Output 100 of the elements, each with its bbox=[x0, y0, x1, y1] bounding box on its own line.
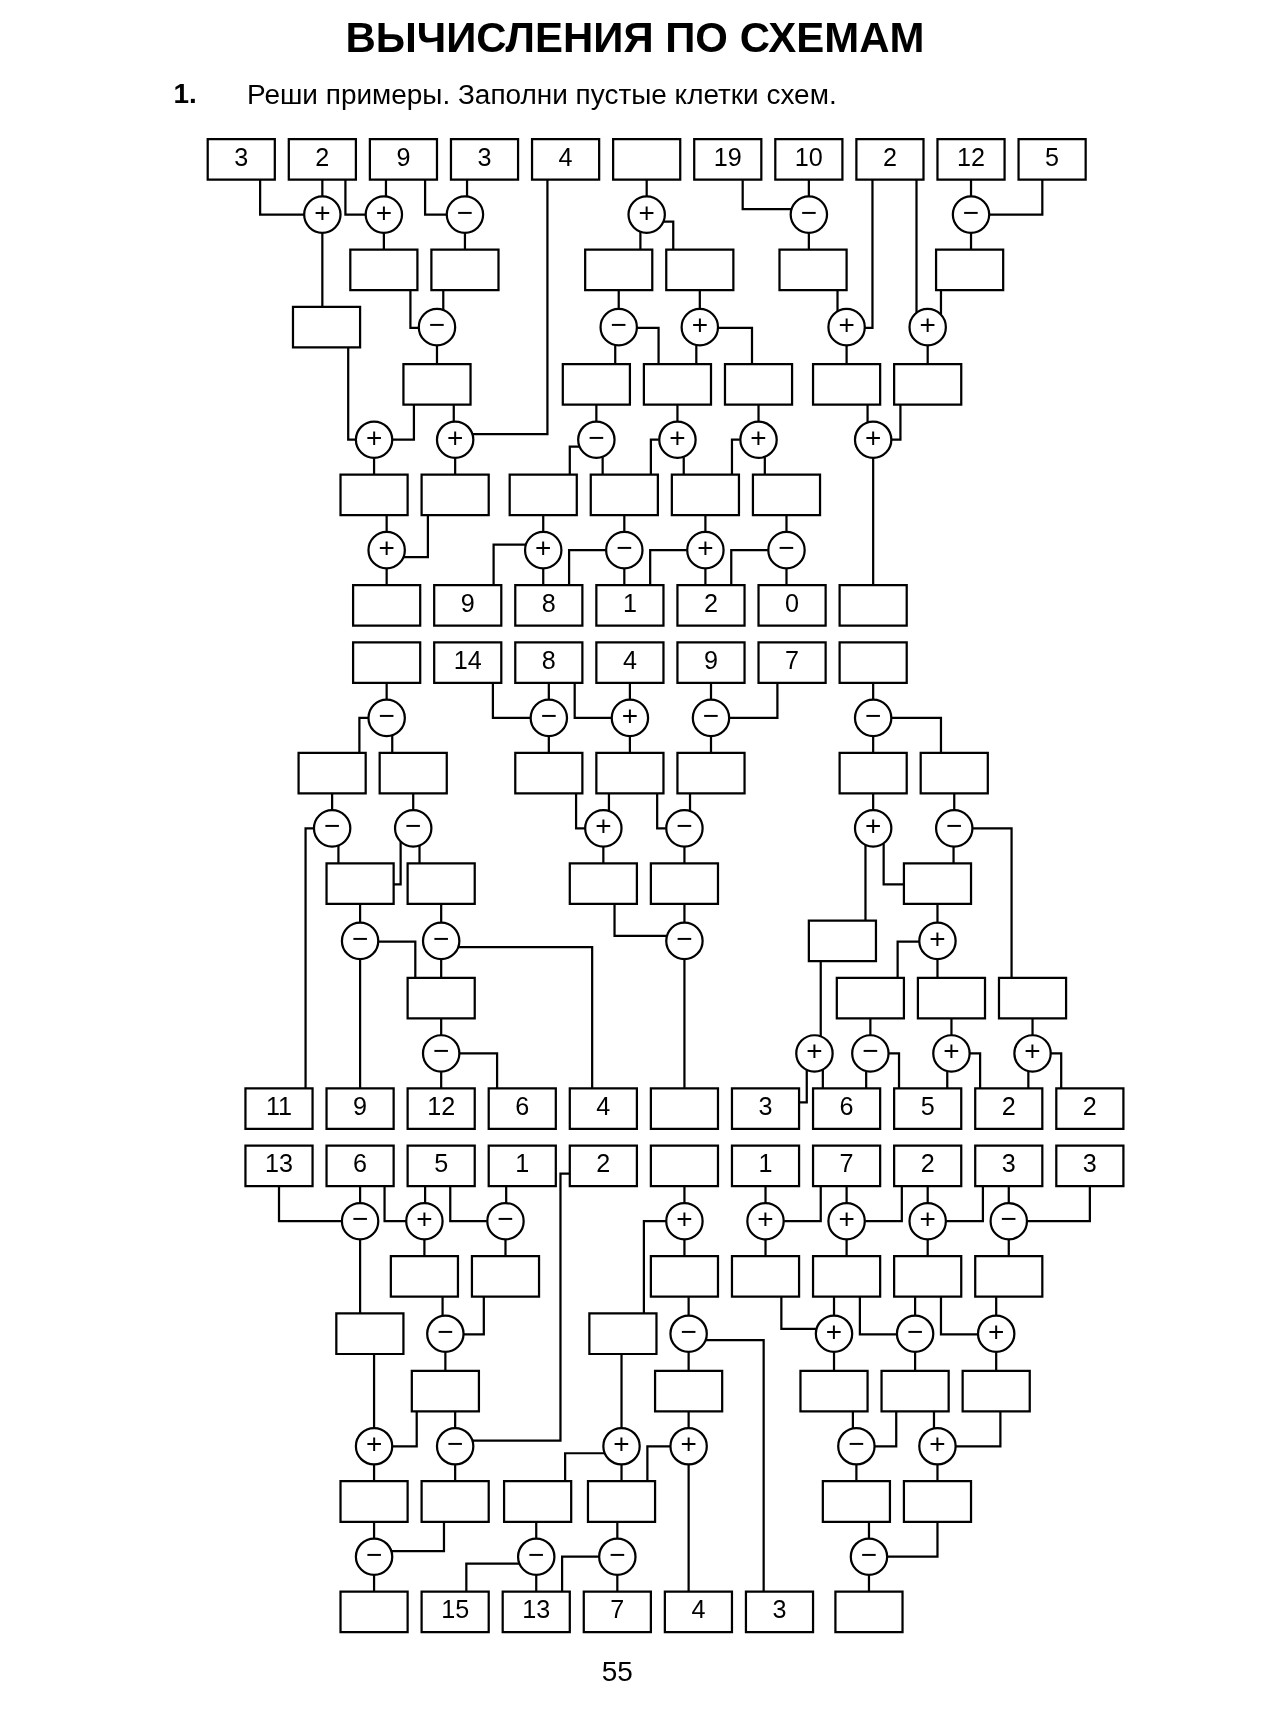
connector bbox=[491, 682, 530, 719]
connector bbox=[784, 515, 788, 532]
node-box bbox=[586, 1479, 656, 1523]
node-circle: + bbox=[680, 307, 719, 346]
connector bbox=[458, 945, 593, 1088]
node-box bbox=[807, 919, 877, 962]
label: 55 bbox=[601, 1655, 633, 1687]
connector bbox=[642, 1219, 666, 1313]
connector bbox=[346, 347, 356, 441]
node-box bbox=[594, 751, 665, 794]
node-box: 7 bbox=[756, 640, 827, 684]
node-circle: + bbox=[435, 419, 474, 459]
node-box bbox=[642, 362, 712, 406]
node-box: 1 bbox=[730, 1144, 800, 1187]
connector bbox=[871, 682, 874, 700]
node-box: 8 bbox=[513, 640, 583, 684]
connector bbox=[926, 345, 929, 364]
label: 1. bbox=[172, 77, 197, 109]
node-box bbox=[406, 861, 476, 905]
connector bbox=[949, 1018, 953, 1035]
node-circle: − bbox=[485, 1201, 525, 1240]
connector bbox=[969, 1051, 981, 1088]
connector bbox=[655, 793, 666, 829]
node-box bbox=[649, 1086, 719, 1130]
node-circle: + bbox=[404, 1201, 444, 1240]
node-box: 3 bbox=[449, 137, 519, 181]
node-box: 19 bbox=[692, 137, 762, 181]
node-circle: + bbox=[354, 419, 393, 459]
node-box bbox=[348, 247, 419, 291]
connector bbox=[896, 939, 919, 978]
connector bbox=[1030, 1018, 1034, 1035]
connector bbox=[563, 1451, 604, 1481]
node-box: 4 bbox=[530, 137, 600, 181]
connector bbox=[741, 179, 791, 210]
connector bbox=[547, 682, 550, 700]
node-circle: − bbox=[417, 307, 456, 346]
node-box bbox=[723, 362, 793, 406]
node-box: 10 bbox=[773, 137, 844, 181]
connector bbox=[448, 1186, 487, 1222]
node-circle: + bbox=[794, 1033, 834, 1073]
node-box: 9 bbox=[432, 583, 502, 627]
node-circle: − bbox=[789, 194, 828, 234]
node-box bbox=[334, 1311, 405, 1355]
node-box: 5 bbox=[406, 1144, 476, 1187]
node-box bbox=[420, 473, 490, 516]
connector bbox=[935, 903, 939, 923]
connector bbox=[945, 1186, 984, 1222]
node-box: 1 bbox=[487, 1144, 557, 1187]
node-box bbox=[811, 1254, 881, 1298]
connector bbox=[636, 326, 660, 364]
node-circle: + bbox=[685, 530, 725, 569]
node-circle: − bbox=[576, 419, 616, 459]
connector bbox=[503, 1239, 507, 1256]
node-box bbox=[902, 861, 972, 905]
node-circle: + bbox=[907, 307, 947, 346]
connector bbox=[459, 1051, 498, 1088]
connector bbox=[874, 1411, 897, 1447]
node-box bbox=[611, 137, 681, 181]
node-box bbox=[838, 583, 908, 627]
node-box: 7 bbox=[811, 1144, 881, 1187]
node-box: 6 bbox=[487, 1086, 557, 1130]
connector bbox=[939, 290, 942, 314]
connector bbox=[951, 846, 955, 863]
connector bbox=[945, 1071, 948, 1088]
node-box: 6 bbox=[324, 1144, 395, 1187]
connector bbox=[832, 1296, 835, 1316]
connector bbox=[687, 1352, 690, 1370]
node-box: 11 bbox=[243, 1086, 314, 1130]
node-circle: − bbox=[340, 921, 379, 960]
node-box bbox=[798, 1369, 869, 1412]
node-box: 12 bbox=[406, 1086, 476, 1130]
connector bbox=[675, 404, 679, 421]
connector bbox=[277, 1186, 342, 1222]
node-box bbox=[902, 1479, 972, 1523]
node-circle: − bbox=[766, 530, 806, 569]
node-box bbox=[389, 1254, 459, 1298]
node-box: 3 bbox=[206, 137, 276, 181]
connector bbox=[709, 682, 712, 700]
node-circle: + bbox=[976, 1313, 1015, 1353]
label: Реши примеры. Заполни пустые клетки схем. bbox=[246, 78, 837, 110]
connector bbox=[682, 1186, 686, 1203]
node-circle: + bbox=[366, 530, 406, 569]
node-box bbox=[670, 473, 740, 516]
connector bbox=[303, 826, 313, 1088]
connector bbox=[336, 845, 340, 863]
node-box bbox=[892, 362, 962, 406]
node-box: 14 bbox=[432, 640, 502, 684]
connector bbox=[783, 1186, 822, 1222]
node-circle: + bbox=[523, 530, 563, 569]
connector bbox=[821, 1069, 824, 1088]
node-box: 4 bbox=[663, 1590, 733, 1633]
node-circle: − bbox=[435, 1426, 474, 1466]
node-box bbox=[420, 1479, 490, 1523]
connector bbox=[864, 1186, 903, 1222]
connector bbox=[422, 1239, 425, 1256]
node-circle: + bbox=[1012, 1033, 1052, 1073]
node-circle: + bbox=[826, 1201, 866, 1240]
node-box bbox=[664, 247, 734, 291]
node-circle: + bbox=[354, 1426, 393, 1466]
node-box bbox=[508, 473, 578, 516]
